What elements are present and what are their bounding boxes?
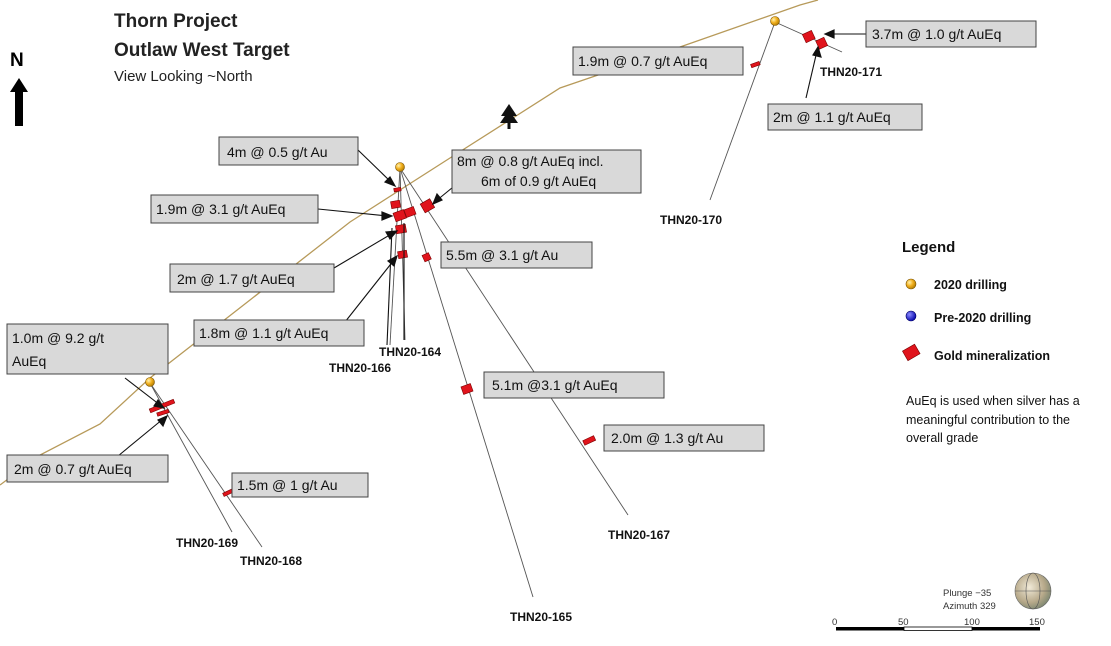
legend-pre2020-drilling-icon	[905, 310, 917, 322]
azimuth-label: Azimuth 329	[943, 601, 996, 612]
intercept-marker	[393, 186, 402, 193]
hole-label-thn20-171: THN20-171	[820, 65, 882, 79]
legend-note-line2: meaningful contribution to the	[906, 413, 1070, 427]
hole-label-thn20-166: THN20-166	[329, 361, 391, 375]
callout-text: 1.9m @ 0.7 g/t AuEq	[578, 53, 707, 69]
tree-icon	[500, 104, 518, 129]
callout-c6: 1.8m @ 1.1 g/t AuEq	[193, 319, 365, 347]
callout-text: 8m @ 0.8 g/t AuEq incl.	[457, 153, 604, 169]
callout-c7: 1.0m @ 9.2 g/t AuEq	[6, 323, 169, 375]
hole-label-thn20-168: THN20-168	[240, 554, 302, 568]
callout-text: 2m @ 0.7 g/t AuEq	[14, 461, 132, 477]
intercept-marker	[801, 29, 816, 44]
hole-label-thn20-167: THN20-167	[608, 528, 670, 542]
collar-marker	[145, 377, 155, 387]
hole-label-thn20-165: THN20-165	[510, 610, 572, 624]
legend-item-gold: Gold mineralization	[934, 349, 1050, 363]
leader-lines	[117, 29, 866, 457]
callout-text: 1.0m @ 9.2 g/t	[12, 330, 104, 346]
intercept-marker	[460, 383, 474, 395]
scale-tick-label: 0	[832, 617, 837, 628]
scale-tick-label: 100	[964, 617, 980, 628]
north-arrow-icon	[10, 78, 28, 126]
drill-trace-thn20-170	[709, 21, 776, 201]
callout-c13: 3.7m @ 1.0 g/t AuEq	[865, 20, 1037, 48]
callout-text: 1.5m @ 1 g/t Au	[237, 477, 338, 493]
map-title-line2: Outlaw West Target	[114, 40, 290, 61]
intercept-marker	[421, 252, 432, 263]
legend-note-line3: overall grade	[906, 431, 978, 445]
intercept-marker	[815, 36, 829, 50]
intercept-marker	[156, 408, 170, 417]
legend-heading: Legend	[902, 239, 955, 256]
callout-c9: 1.5m @ 1 g/t Au	[231, 472, 369, 498]
callout-text: 2m @ 1.1 g/t AuEq	[773, 109, 891, 125]
callout-text: 2.0m @ 1.3 g/t Au	[611, 430, 723, 446]
callout-c5: 2m @ 1.7 g/t AuEq	[169, 263, 335, 293]
legend-item-pre2020: Pre-2020 drilling	[934, 311, 1031, 325]
callout-text: 3.7m @ 1.0 g/t AuEq	[872, 26, 1001, 42]
callout-c2: 8m @ 0.8 g/t AuEq incl. 6m of 0.9 g/t Au…	[451, 149, 642, 194]
intercept-marker	[392, 209, 407, 223]
hole-label-thn20-169: THN20-169	[176, 536, 238, 550]
callout-text: 5.5m @ 3.1 g/t Au	[446, 247, 558, 263]
callout-c1: 4m @ 0.5 g/t Au	[218, 136, 359, 166]
legend-note-line1: AuEq is used when silver has a	[906, 394, 1080, 408]
callout-c10: 5.1m @3.1 g/t AuEq	[483, 371, 665, 399]
legend-item-2020: 2020 drilling	[934, 278, 1007, 292]
callout-text: 1.8m @ 1.1 g/t AuEq	[199, 325, 328, 341]
collar-marker	[770, 16, 780, 26]
intercept-marker	[395, 223, 407, 235]
map-title-line1: Thorn Project	[114, 11, 238, 32]
legend: Legend 2020 drilling Pre-2020 drilling G…	[902, 239, 1080, 445]
plunge-label: Plunge −35	[943, 588, 991, 599]
callout-text: 6m of 0.9 g/t AuEq	[481, 173, 596, 189]
north-label: N	[10, 50, 24, 71]
callout-text: 2m @ 1.7 g/t AuEq	[177, 271, 295, 287]
callout-c11: 2.0m @ 1.3 g/t Au	[603, 424, 765, 452]
orientation-globe-icon	[1014, 572, 1052, 610]
drill-trace-thn20-165	[399, 167, 534, 598]
intercept-marker	[390, 199, 401, 209]
callout-text: AuEq	[12, 353, 46, 369]
scale-bar: 0 50 100 150	[832, 617, 1045, 631]
intercept-marker	[397, 249, 408, 259]
intercept-marker	[582, 435, 597, 446]
callout-text: 1.9m @ 3.1 g/t AuEq	[156, 201, 285, 217]
collar-marker	[395, 162, 405, 172]
drill-trace-thn20-167	[399, 167, 629, 516]
callout-c14: 2m @ 1.1 g/t AuEq	[767, 103, 923, 131]
intercept-marker	[750, 61, 761, 69]
map-subtitle: View Looking ~North	[114, 68, 253, 85]
intercept-marker	[403, 206, 417, 218]
intercept-marker	[419, 198, 436, 214]
hole-label-thn20-170: THN20-170	[660, 213, 722, 227]
topography-line	[0, 0, 819, 486]
callout-c12: 1.9m @ 0.7 g/t AuEq	[572, 46, 744, 76]
scale-tick-label: 150	[1029, 617, 1045, 628]
hole-label-thn20-164: THN20-164	[379, 345, 441, 359]
scale-tick-label: 50	[898, 617, 909, 628]
gold-mineralization-intercepts	[148, 29, 829, 497]
legend-2020-drilling-icon	[905, 278, 917, 290]
callout-c4: 5.5m @ 3.1 g/t Au	[440, 241, 593, 269]
legend-gold-mineralization-icon	[902, 343, 921, 362]
callout-c3: 1.9m @ 3.1 g/t AuEq	[150, 194, 319, 224]
callout-text: 5.1m @3.1 g/t AuEq	[492, 377, 618, 393]
callout-c8: 2m @ 0.7 g/t AuEq	[6, 454, 169, 483]
callout-text: 4m @ 0.5 g/t Au	[227, 144, 328, 160]
